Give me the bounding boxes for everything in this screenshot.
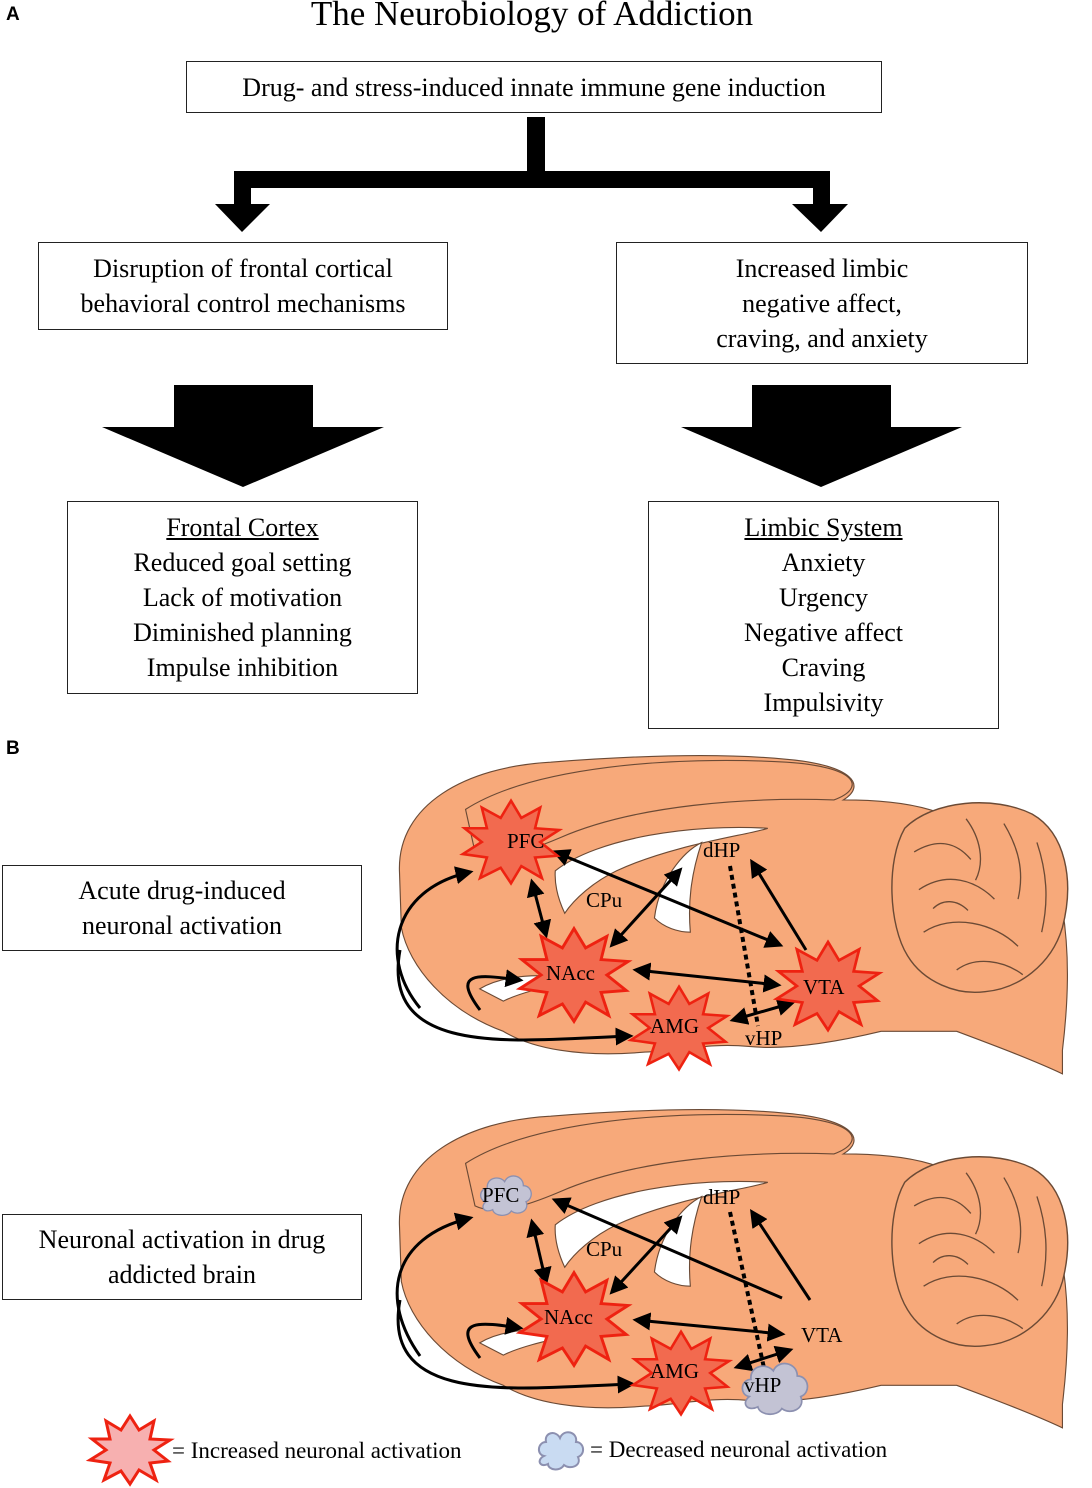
limbic-system-item: Craving — [781, 653, 866, 682]
branch-stem — [527, 117, 545, 185]
addicted-label-vhp: vHP — [744, 1373, 781, 1397]
frontal-cortex-heading: Frontal Cortex — [166, 513, 319, 542]
big-arrow-down-left — [102, 385, 384, 487]
frontal-cortex-box: Frontal Cortex Reduced goal setting Lack… — [67, 501, 418, 694]
frontal-cortex-item: Impulse inhibition — [146, 653, 339, 682]
frontal-cortex-item: Diminished planning — [133, 618, 352, 647]
branch-left-drop — [234, 171, 251, 205]
acute-label-dhp: dHP — [703, 838, 740, 862]
panel-b-letter: B — [6, 738, 20, 759]
left-box-line-2: behavioral control mechanisms — [80, 289, 406, 318]
big-arrow-down-right — [681, 385, 962, 487]
legend-cloud-icon — [538, 1431, 584, 1471]
acute-label-line-1: Acute drug-induced — [78, 876, 286, 905]
frontal-cortex-item: Lack of motivation — [142, 583, 343, 612]
right-box-line-2: negative affect, — [742, 288, 902, 318]
acute-label-nacc: NAcc — [546, 961, 595, 985]
legend: = Increased neuronal activation = Decrea… — [85, 1413, 888, 1487]
left-box: Disruption of frontal cortical behaviora… — [38, 242, 448, 330]
page-title: The Neurobiology of Addiction — [310, 0, 754, 33]
acute-label-vhp: vHP — [745, 1026, 782, 1050]
addicted-label-line-2: addicted brain — [108, 1260, 256, 1289]
limbic-system-box: Limbic System Anxiety Urgency Negative a… — [648, 501, 999, 729]
acute-brain: PFC dHP CPu NAcc VTA AMG vHP — [395, 754, 1069, 1075]
top-box-text: Drug- and stress-induced innate immune g… — [242, 72, 826, 102]
limbic-system-item: Anxiety — [781, 548, 866, 577]
acute-label-vta: VTA — [803, 975, 845, 999]
legend-burst-icon — [85, 1413, 175, 1487]
acute-label-box: Acute drug-induced neuronal activation — [2, 865, 362, 951]
right-box-line-1: Increased limbic — [735, 253, 909, 283]
frontal-cortex-item: Reduced goal setting — [133, 548, 352, 577]
addicted-label-cpu: CPu — [586, 1237, 623, 1261]
panel-a-arrows — [102, 117, 962, 487]
limbic-system-item: Negative affect — [743, 618, 904, 647]
addicted-brain: PFC dHP CPu NAcc VTA AMG vHP — [395, 1108, 1069, 1429]
arrow-down-right-small — [792, 204, 848, 232]
addicted-label-amg: AMG — [650, 1359, 699, 1383]
branch-right-drop — [813, 171, 830, 205]
arrow-down-left-small — [215, 204, 270, 232]
branch-bar — [234, 171, 830, 188]
limbic-system-item: Urgency — [778, 583, 869, 612]
right-box-line-3: craving, and anxiety — [716, 323, 928, 353]
acute-label-amg: AMG — [650, 1014, 699, 1038]
legend-increased-text: = Increased neuronal activation — [172, 1438, 462, 1463]
limbic-system-item: Impulsivity — [763, 688, 884, 717]
acute-label-cpu: CPu — [586, 888, 623, 912]
addicted-label-vta: VTA — [801, 1323, 843, 1347]
addicted-label-pfc: PFC — [482, 1183, 519, 1207]
addicted-label-dhp: dHP — [703, 1185, 740, 1209]
limbic-system-heading: Limbic System — [744, 513, 903, 542]
panel-a-letter: A — [6, 4, 20, 25]
addicted-label-nacc: NAcc — [544, 1305, 593, 1329]
addicted-label-box: Neuronal activation in drug addicted bra… — [2, 1214, 362, 1300]
acute-label-pfc: PFC — [507, 829, 544, 853]
left-box-line-1: Disruption of frontal cortical — [93, 254, 393, 283]
legend-decreased-text: = Decreased neuronal activation — [590, 1437, 888, 1462]
right-box: Increased limbic negative affect, cravin… — [616, 242, 1028, 364]
acute-label-line-2: neuronal activation — [82, 911, 282, 940]
top-box: Drug- and stress-induced innate immune g… — [186, 61, 882, 113]
addicted-label-line-1: Neuronal activation in drug — [38, 1225, 326, 1254]
